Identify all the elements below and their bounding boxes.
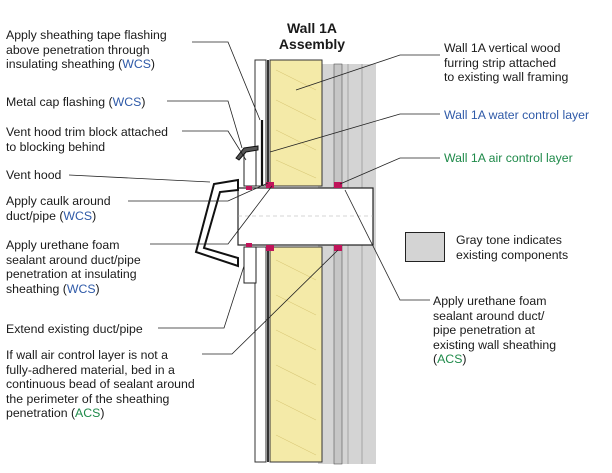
callout-text: ) xyxy=(95,281,100,296)
callout-line: Apply urethane foam xyxy=(433,294,547,308)
callout-text: penetration ( xyxy=(6,406,76,421)
sealant-beads xyxy=(246,182,342,251)
callout-line: duct/pipe (WCS) xyxy=(6,209,111,224)
callout-text: ( xyxy=(433,352,438,367)
insulation-upper xyxy=(269,59,323,187)
callout-text: ) xyxy=(141,95,146,109)
callout-line: (ACS) xyxy=(433,352,556,367)
callout-line: Apply sheathing tape flashing xyxy=(6,28,167,42)
callout-line: Wall 1A vertical wood xyxy=(444,41,561,55)
callout-furring-strip: Wall 1A vertical wood furring strip atta… xyxy=(444,41,568,85)
existing-sheathing xyxy=(333,63,343,465)
callout-line: sealant around duct/ xyxy=(433,308,545,323)
vent-hood-trim-block xyxy=(243,246,257,284)
callout-trim-block: Vent hood trim block attached to blockin… xyxy=(6,125,168,154)
callout-text: duct/pipe ( xyxy=(6,208,64,223)
callout-line: fully-adhered material, bed in a xyxy=(6,362,175,377)
diagram-title: Wall 1A Assembly xyxy=(252,20,372,52)
title-line-1: Wall 1A xyxy=(286,20,338,36)
title-line-2: Assembly xyxy=(278,36,346,52)
callout-text: Extend existing duct/pipe xyxy=(6,322,143,336)
callout-text: Wall 1A air control layer xyxy=(444,151,573,165)
callout-line: sheathing (WCS) xyxy=(6,282,141,297)
callout-water-control-layer: Wall 1A water control layer xyxy=(444,108,589,123)
acs-code: ACS xyxy=(75,406,101,421)
callout-line: penetration at insulating xyxy=(6,267,137,282)
callout-text: ) xyxy=(462,352,467,367)
callout-line: the perimeter of the sheathing xyxy=(6,391,170,406)
legend-line: existing components xyxy=(456,247,569,262)
callout-air-control-layer: Wall 1A air control layer xyxy=(444,151,573,166)
callout-text: insulating sheathing ( xyxy=(6,57,123,72)
duct-pipe xyxy=(237,187,374,246)
vent-hood xyxy=(194,178,239,268)
insulation-texture xyxy=(275,69,317,456)
wcs-code: WCS xyxy=(112,95,142,109)
metal-cap-flashing xyxy=(235,145,259,161)
callout-line: to existing wall framing xyxy=(444,70,569,85)
existing-gray-backdrop xyxy=(318,64,376,464)
callout-line: Apply caulk around xyxy=(6,194,111,208)
callout-line: furring strip attached xyxy=(444,55,557,70)
vent-hood-trim-block xyxy=(243,149,257,187)
callout-text: ) xyxy=(92,208,97,223)
callout-air-layer-note: If wall air control layer is not a fully… xyxy=(6,348,195,421)
acs-code: ACS xyxy=(437,352,463,367)
cladding-upper xyxy=(254,59,267,187)
callout-line: Apply urethane foam xyxy=(6,238,120,252)
legend-existing-components: Gray tone indicates existing components xyxy=(456,233,568,262)
leader-lines xyxy=(68,41,440,355)
insulation-lower xyxy=(269,246,323,463)
callout-line: pipe penetration at xyxy=(433,323,535,338)
callout-caulk: Apply caulk around duct/pipe (WCS) xyxy=(6,194,111,223)
callout-line: continuous bead of sealant around xyxy=(6,377,195,392)
callout-text: Vent hood xyxy=(6,168,62,182)
callout-text: ) xyxy=(150,57,156,72)
callout-vent-hood: Vent hood xyxy=(6,168,61,183)
cladding-lower xyxy=(254,246,267,463)
callout-line: penetration (ACS) xyxy=(6,406,195,421)
callout-line: sealant around duct/pipe xyxy=(6,252,141,267)
callout-line: insulating sheathing (WCS) xyxy=(6,57,167,72)
callout-line: above penetration through xyxy=(6,42,150,57)
callout-extend-duct: Extend existing duct/pipe xyxy=(6,322,143,337)
wcs-code: WCS xyxy=(63,208,93,223)
legend-gray-swatch xyxy=(405,232,445,262)
wcs-code: WCS xyxy=(66,281,96,296)
callout-text: sheathing ( xyxy=(6,281,67,296)
legend-line: Gray tone indicates xyxy=(456,233,562,247)
wcs-code: WCS xyxy=(122,57,151,72)
callout-urethane-insulating: Apply urethane foam sealant around duct/… xyxy=(6,238,141,296)
callout-sheathing-tape: Apply sheathing tape flashing above pene… xyxy=(6,28,167,72)
callout-text: ) xyxy=(100,406,105,421)
callout-line: If wall air control layer is not a xyxy=(6,348,168,362)
callout-line: Vent hood trim block attached xyxy=(6,125,169,139)
callout-text: Wall 1A water control layer xyxy=(444,108,590,122)
callout-line: to blocking behind xyxy=(6,139,106,154)
callout-metal-cap: Metal cap flashing (WCS) xyxy=(6,95,145,110)
callout-text: Metal cap flashing ( xyxy=(6,95,113,109)
callout-urethane-existing: Apply urethane foam sealant around duct/… xyxy=(433,294,556,367)
callout-line: existing wall sheathing xyxy=(433,337,557,352)
